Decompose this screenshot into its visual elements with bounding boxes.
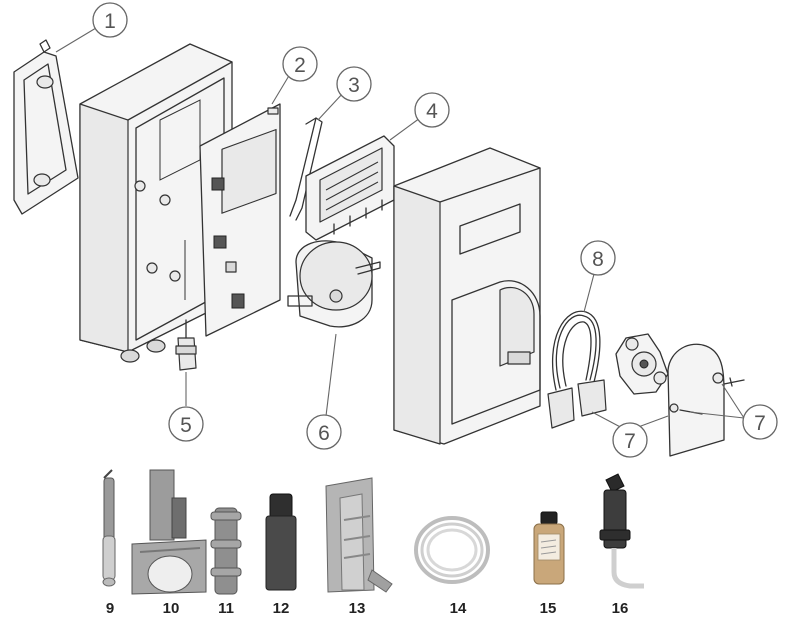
callout-1: 1 [92,2,128,38]
callout-7a: 7 [612,422,648,458]
accessory-label-11: 11 [218,600,234,617]
callout-6-label: 6 [318,422,330,445]
accessory-10-clamp [131,469,207,595]
pump-tube-part [547,310,607,429]
accessory-9-probe [102,469,116,587]
accessory-label-16: 16 [612,600,629,617]
callout-1-label: 1 [104,10,116,33]
pump-rotor-part [615,333,669,395]
accessory-label-10: 10 [163,600,180,617]
accessory-label-12: 12 [273,600,290,617]
accessory-13-holder [325,477,393,593]
callout-4: 4 [414,92,450,128]
accessory-label-13: 13 [349,600,366,617]
callout-7a-label: 7 [624,430,636,453]
callout-7b-label: 7 [754,412,766,435]
display-module-part [305,135,395,241]
callout-2: 2 [282,46,318,82]
rotor-cover-plate [667,343,745,457]
pump-motor-part [287,240,381,328]
callout-7b: 7 [742,404,778,440]
cable-gland-fitting [175,319,197,371]
accessory-label-15: 15 [540,600,557,617]
callout-6: 6 [306,414,342,450]
accessory-label-14: 14 [450,600,467,617]
callout-8: 8 [580,240,616,276]
callout-2-label: 2 [294,54,306,77]
callout-8-label: 8 [592,248,604,271]
callout-5: 5 [168,406,204,442]
accessory-16-valve [599,473,644,589]
accessory-label-9: 9 [106,600,114,617]
wall-bracket-part [13,39,79,215]
ribbon-cable-part [289,117,323,221]
accessory-15-bottle [533,511,565,585]
accessory-11-spacer [210,507,242,595]
callout-4-label: 4 [426,100,438,123]
front-cover-part [393,147,541,445]
callout-3-label: 3 [348,74,360,97]
enclosure-back-box [79,43,233,363]
accessory-12-filter [265,493,297,591]
callout-3: 3 [336,66,372,102]
callout-5-label: 5 [180,414,192,437]
accessory-14-tubing [414,516,490,584]
circuit-board-part [199,103,281,337]
